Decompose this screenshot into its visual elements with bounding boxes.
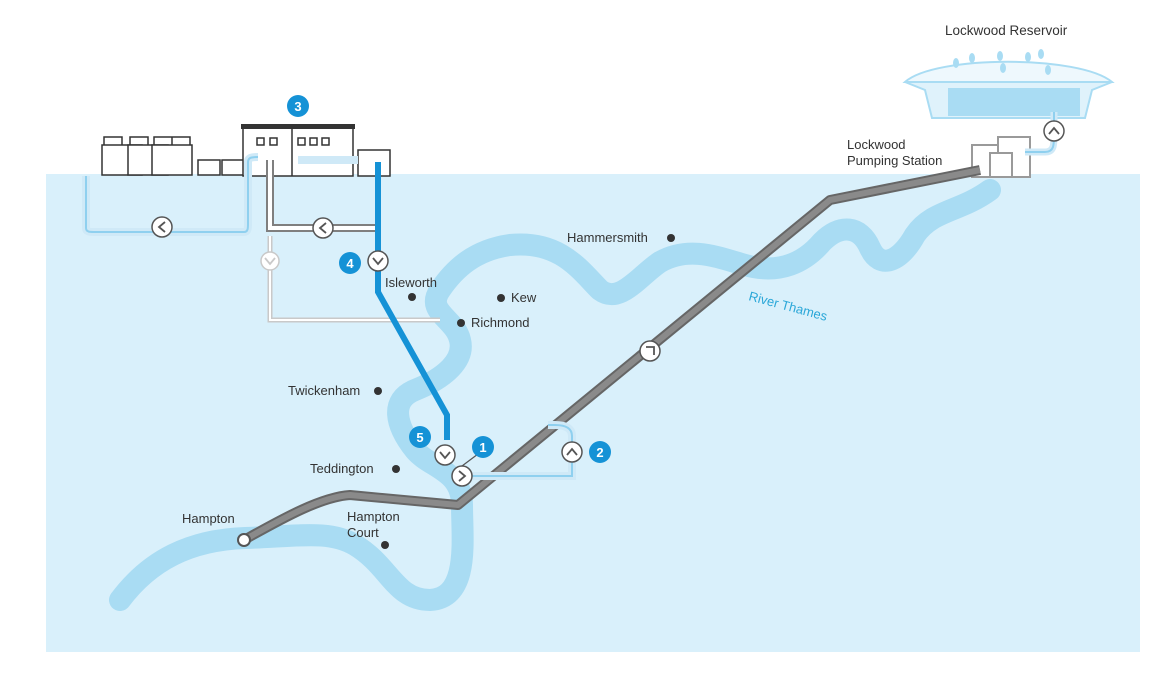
richmond-label: Richmond [471,315,530,330]
treatment-building-roof [241,124,355,129]
tunnel-end-cap [237,533,251,547]
twickenham-label: Twickenham [288,383,360,398]
step-badge-3[interactable]: 3 [287,95,309,117]
pumping-station-label-line2: Pumping Station [847,153,942,168]
reservoir-dome [902,60,1115,83]
step-label-2: 2 [596,445,603,460]
valve-down-blue[interactable] [367,250,389,272]
reservoir-water [948,88,1080,116]
filter-unit [357,149,391,177]
place-markers [374,234,675,549]
chevron-up-icon [1048,126,1060,135]
valve-left-2[interactable] [312,217,334,239]
marker-kew [497,294,505,302]
step-badge-5[interactable]: 5 [409,426,431,448]
step-label-5: 5 [416,430,423,445]
chevron-down-icon [372,257,384,266]
return-water-pipe [375,162,450,440]
station-building-small [989,152,1013,178]
hampton-court-label-line1: Hampton [347,509,400,524]
hampton-label: Hampton [182,511,235,526]
kew-label: Kew [511,290,537,305]
lockwood-reservoir [902,49,1115,119]
chevron-down-icon [439,451,451,460]
ground-area [46,174,1140,652]
marker-richmond [457,319,465,327]
valve-reservoir[interactable] [1043,120,1065,142]
hammersmith-label: Hammersmith [567,230,648,245]
chevron-left-icon [318,222,327,234]
step-label-3: 3 [294,99,301,114]
marker-hammersmith [667,234,675,242]
isleworth-label: Isleworth [385,275,437,290]
marker-teddington [392,465,400,473]
lockwood-pumping-station [971,136,1031,178]
marker-twickenham [374,387,382,395]
teddington-label: Teddington [310,461,374,476]
valve-tunnel[interactable] [639,340,661,362]
valve-down-intake[interactable] [434,444,456,466]
chevron-left-icon [157,221,166,233]
chevron-right-icon [458,470,467,482]
building-windows [256,137,330,146]
step-label-4: 4 [346,256,354,271]
pumping-station-label-line1: Lockwood [847,137,906,152]
valve-up-lift[interactable] [561,441,583,463]
water-treatment-works [101,124,391,177]
reservoir-label: Lockwood Reservoir [945,23,1068,38]
chevron-up-icon [566,447,578,456]
step-badge-1[interactable]: 1 [461,436,494,467]
hampton-court-label-line2: Court [347,525,379,540]
storage-tanks [101,136,245,176]
reservoir-trees [953,49,1051,75]
valve-down-grey[interactable] [260,251,280,271]
step-label-1: 1 [479,440,486,455]
step-badge-4[interactable]: 4 [339,252,361,274]
marker-isleworth [408,293,416,301]
chevron-up-right-icon [646,346,655,355]
step-badge-2[interactable]: 2 [589,441,611,463]
valve-left-1[interactable] [151,216,173,238]
valve-right-intake[interactable] [451,465,473,487]
chevron-down-icon [264,257,276,266]
marker-hampton-court [381,541,389,549]
river-thames [109,179,1001,611]
treatment-building [242,125,354,177]
